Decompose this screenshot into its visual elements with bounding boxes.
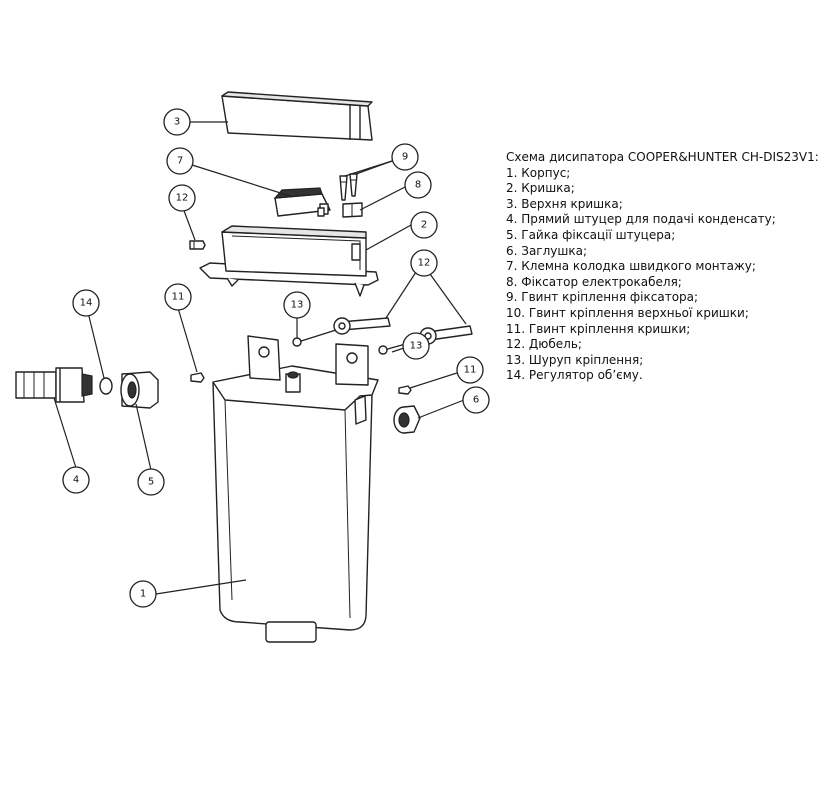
cable-fixer-part <box>342 202 363 218</box>
fixer-screws-part <box>339 173 358 201</box>
callout-9: 9 <box>391 143 419 171</box>
legend-item: 14. Регулятор об’єму. <box>506 368 643 383</box>
svg-text:13: 13 <box>291 300 304 311</box>
straight-fitting-part <box>15 367 93 403</box>
svg-text:2: 2 <box>421 220 427 231</box>
svg-text:11: 11 <box>172 292 185 303</box>
callout-14: 14 <box>72 289 100 317</box>
legend-item: 11. Гвинт кріплення кришки; <box>506 321 691 336</box>
svg-text:3: 3 <box>174 117 180 128</box>
top-cover-part <box>221 91 373 141</box>
callout-4: 4 <box>62 466 90 494</box>
plug-part <box>393 405 421 434</box>
legend-item: 5. Гайка фіксації штуцера; <box>506 227 676 242</box>
callout-3: 3 <box>163 108 191 136</box>
callout-13-right: 13 <box>402 332 430 360</box>
legend-item: 3. Верхня кришка; <box>506 196 623 211</box>
legend-item: 2. Кришка; <box>506 181 575 196</box>
svg-text:12: 12 <box>176 193 189 204</box>
small-dowel-left <box>189 240 206 250</box>
housing-part <box>212 335 379 643</box>
terminal-block-part <box>273 187 331 217</box>
lid-screw-left <box>190 372 205 383</box>
exploded-diagram-page: 1 2 3 4 5 6 7 8 9 11 11 12 <box>15 91 819 643</box>
legend-item: 1. Корпус; <box>506 165 571 180</box>
legend-item: 8. Фіксатор електрокабеля; <box>506 274 682 289</box>
callout-7: 7 <box>166 147 194 175</box>
leader-lines <box>53 121 467 595</box>
callout-11-left: 11 <box>164 283 192 311</box>
fitting-nut-part <box>120 371 159 409</box>
callout-6: 6 <box>462 386 490 414</box>
svg-text:1: 1 <box>140 589 146 600</box>
svg-text:14: 14 <box>80 298 93 309</box>
callout-2: 2 <box>410 211 438 239</box>
legend-item: 4. Прямий штуцер для подачі конденсату; <box>506 212 776 227</box>
svg-text:7: 7 <box>177 156 183 167</box>
callout-5: 5 <box>137 468 165 496</box>
svg-text:11: 11 <box>464 365 477 376</box>
svg-text:4: 4 <box>73 475 79 486</box>
svg-text:5: 5 <box>148 477 154 488</box>
callout-8: 8 <box>404 171 432 199</box>
legend-item: 7. Клемна колодка швидкого монтажу; <box>506 259 756 274</box>
callout-11-right: 11 <box>456 356 484 384</box>
svg-text:13: 13 <box>410 341 423 352</box>
svg-text:12: 12 <box>418 258 431 269</box>
exploded-view-drawing: 1 2 3 4 5 6 7 8 9 11 11 12 <box>15 91 490 643</box>
legend-item: 9. Гвинт кріплення фіксатора; <box>506 290 699 305</box>
callout-12-right: 12 <box>410 249 438 277</box>
volume-regulator-part <box>99 377 113 395</box>
legend-title: Схема дисипатора COOPER&HUNTER CH-DIS23V… <box>506 150 819 164</box>
svg-text:6: 6 <box>473 395 479 406</box>
svg-text:8: 8 <box>415 180 421 191</box>
lid-screw-right <box>398 385 412 395</box>
legend-item: 13. Шуруп кріплення; <box>506 352 644 367</box>
callout-12-left: 12 <box>168 184 196 212</box>
legend-item: 6. Заглушка; <box>506 243 588 258</box>
svg-text:9: 9 <box>402 152 408 163</box>
parts-legend: Схема дисипатора COOPER&HUNTER CH-DIS23V… <box>506 150 819 384</box>
legend-item: 10. Гвинт кріплення верхньої кришки; <box>506 305 749 320</box>
lid-part <box>199 225 379 297</box>
callout-13-left: 13 <box>283 291 311 319</box>
callout-1: 1 <box>129 580 157 608</box>
long-dowel-right <box>333 317 473 345</box>
legend-item: 12. Дюбель; <box>506 337 582 352</box>
